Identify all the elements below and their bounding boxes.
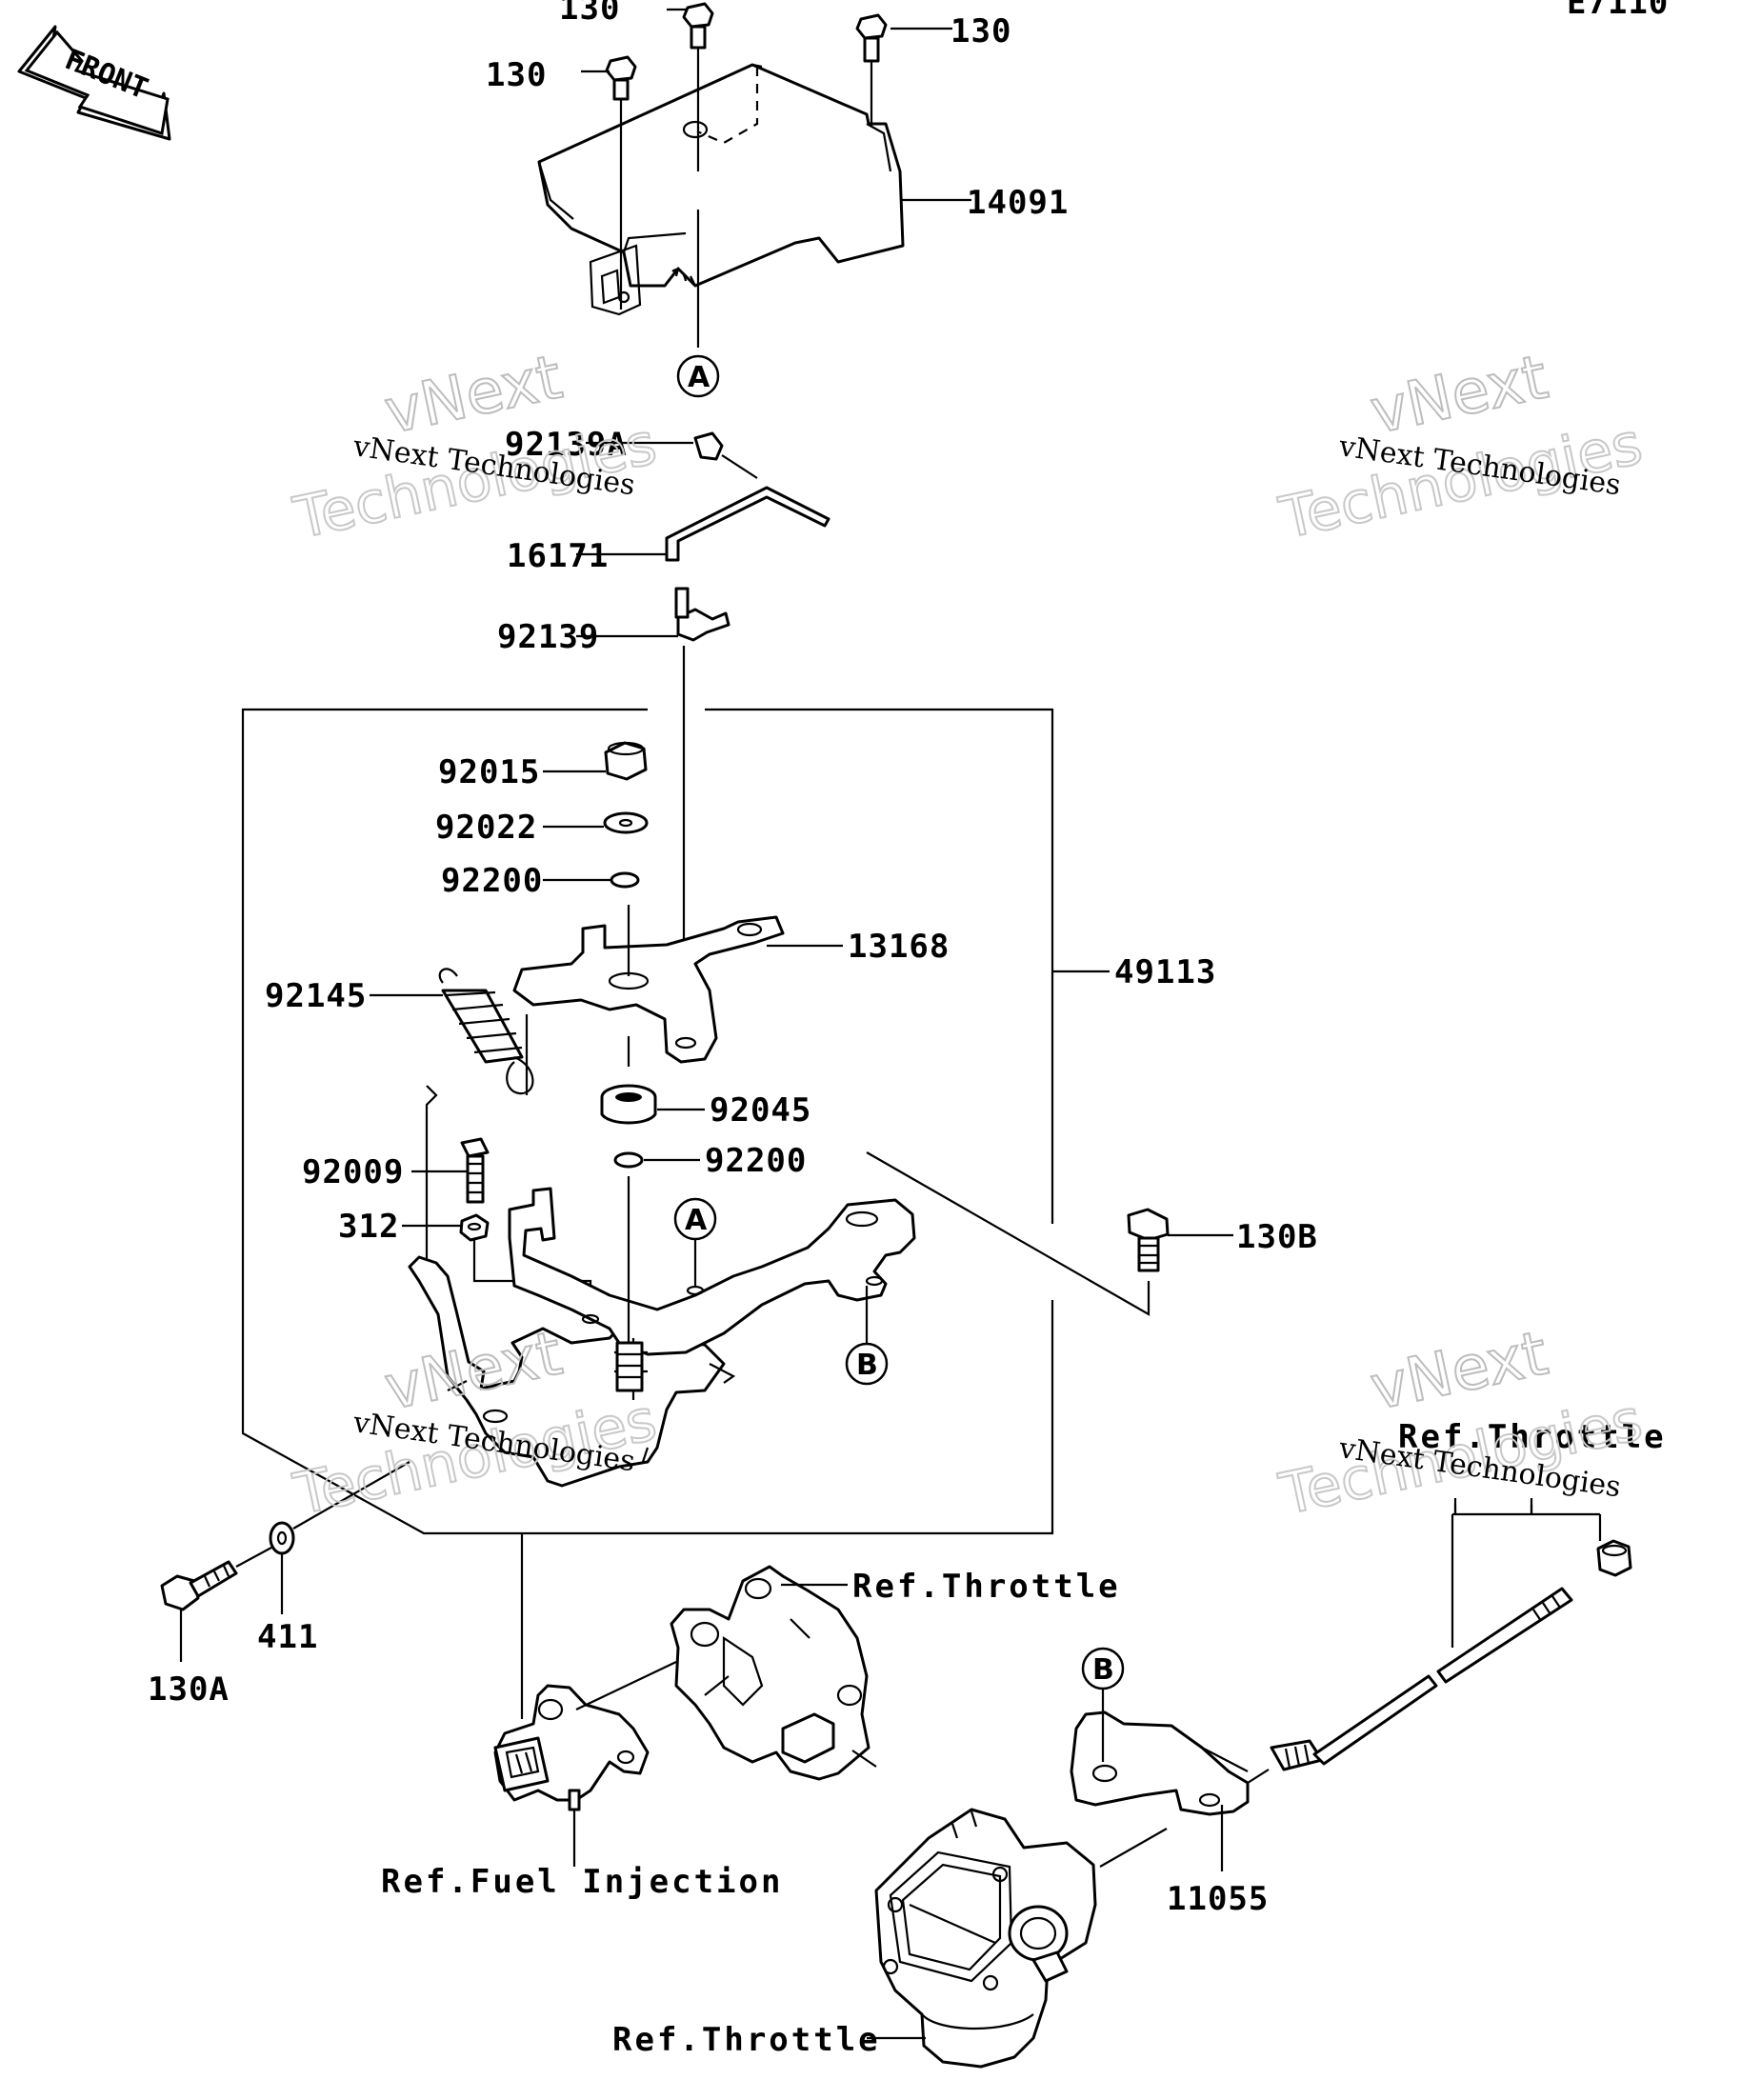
label-16171: 16171	[507, 537, 609, 575]
screw-92009-part	[460, 1137, 490, 1204]
spring-92145-part	[438, 968, 534, 1095]
watermark-upper-right: vNext Technologies vNext Technologies	[1273, 341, 1650, 552]
washer-92200-b-part	[613, 1151, 644, 1169]
bolt-130-top	[682, 2, 714, 50]
washer-411-part	[269, 1521, 295, 1555]
label-411: 411	[257, 1618, 318, 1656]
marker-a-bracket: A	[673, 1197, 717, 1241]
label-92145: 92145	[265, 977, 367, 1015]
marker-b-throttle: B	[1081, 1647, 1125, 1690]
marker-b-bracket: B	[845, 1342, 889, 1386]
label-130a: 130A	[148, 1670, 230, 1709]
washer-92022-part	[603, 811, 649, 834]
bolt-130-right	[855, 13, 888, 63]
label-49113: 49113	[1114, 953, 1216, 991]
throttle-body-mid-part	[670, 1565, 877, 1781]
label-11055: 11055	[1167, 1880, 1269, 1918]
throttle-body-bottom-part	[874, 1808, 1097, 2069]
label-312: 312	[338, 1208, 399, 1246]
ref-fuel-injection: Ref.Fuel Injection	[381, 1863, 783, 1901]
throttle-shaft-part	[1270, 1587, 1573, 1771]
watermark-upper-left: vNext Technologies vNext Technologies	[288, 341, 664, 552]
label-130b: 130B	[1236, 1218, 1318, 1256]
nut-92015-part	[604, 741, 648, 781]
clamp-92139-part	[674, 587, 730, 642]
throttle-position-sensor-part	[493, 1684, 650, 1811]
lever-13168-part	[512, 915, 785, 1064]
svg-text:B: B	[1092, 1653, 1114, 1687]
marker-a-top: A	[676, 354, 720, 398]
label-92009: 92009	[302, 1153, 404, 1191]
bushing-92045-part	[600, 1084, 657, 1125]
label-13168: 13168	[848, 928, 950, 966]
bracket-plate-part	[408, 1187, 916, 1488]
svg-text:B: B	[856, 1349, 878, 1382]
bolt-130-left	[605, 55, 637, 101]
svg-text:A: A	[685, 1204, 708, 1237]
clamp-92139a-part	[693, 431, 724, 461]
nut-312-part	[459, 1213, 490, 1242]
watermark-lower-right: vNext Technologies vNext Technologies	[1273, 1317, 1650, 1529]
bolt-130b-part	[1127, 1208, 1170, 1272]
label-92139: 92139	[497, 618, 599, 656]
ref-throttle-mid: Ref.Throttle	[852, 1568, 1121, 1606]
washer-92200-a-part	[610, 871, 640, 889]
ref-throttle-bottom: Ref.Throttle	[612, 2021, 881, 2059]
bolt-130a-part	[160, 1560, 238, 1611]
label-92200-a: 92200	[441, 862, 543, 900]
throttle-lever-11055-part	[1070, 1710, 1250, 1816]
label-14091: 14091	[967, 184, 1069, 222]
label-92200-b: 92200	[705, 1142, 807, 1180]
label-92022: 92022	[435, 809, 537, 847]
svg-text:A: A	[688, 361, 710, 394]
label-130-right: 130	[951, 12, 1011, 50]
ecu-cover-part	[537, 63, 905, 316]
svg-text:vNext: vNext	[1365, 1318, 1553, 1424]
ref-throttle-upper-right: Ref.Throttle	[1398, 1418, 1667, 1456]
label-130-top: 130	[559, 0, 620, 28]
nut-throttle-part	[1596, 1539, 1632, 1577]
svg-text:vNext: vNext	[1365, 342, 1553, 448]
label-92139a: 92139A	[505, 426, 628, 464]
label-130-left: 130	[486, 56, 547, 94]
diagram-code: E7110	[1567, 0, 1669, 22]
label-92045: 92045	[710, 1091, 811, 1130]
front-arrow-icon: FRONT	[17, 25, 171, 141]
label-92015: 92015	[438, 753, 540, 791]
